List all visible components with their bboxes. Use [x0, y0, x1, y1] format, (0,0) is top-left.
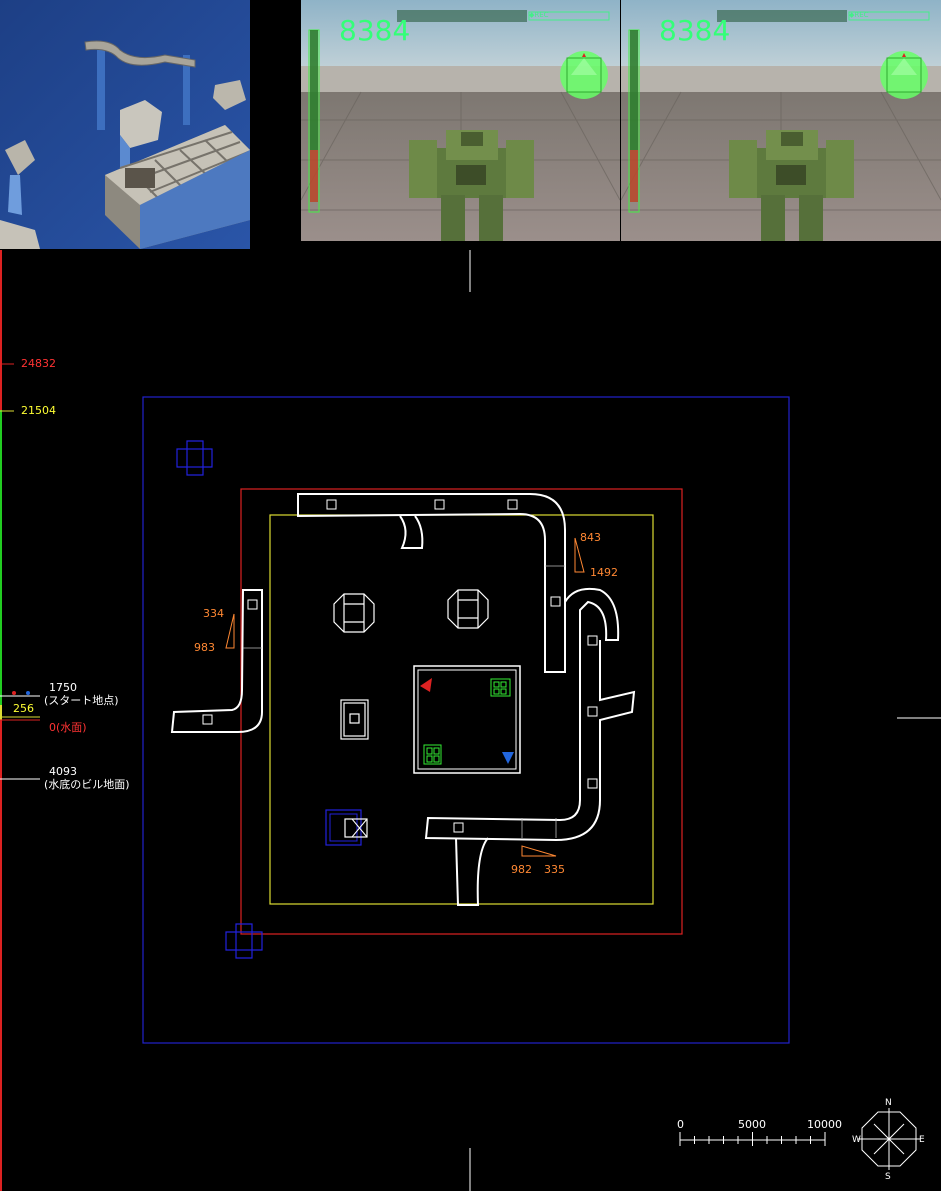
elev-label-start-point: (スタート地点): [44, 694, 119, 707]
elev-label-4093: 4093: [49, 765, 77, 778]
blue-team-spawn: [502, 752, 514, 764]
cockpit-view-2: 8384 ◆REC: [621, 0, 941, 241]
walkway-left: [170, 589, 263, 733]
compass-s: S: [885, 1172, 891, 1182]
supply-box-bottom: [423, 744, 442, 765]
ramp-indicator-right: [574, 537, 585, 573]
cockpit-view-1: 8384 ◆REC: [301, 0, 620, 241]
ramp-indicator-bottom: [521, 845, 557, 857]
dim-label-983: 983: [194, 641, 215, 654]
compass: [858, 1108, 920, 1170]
elev-label-1750: 1750: [49, 681, 77, 694]
outer-boundary: [142, 396, 790, 1044]
rec-indicator-1: ◆REC: [529, 11, 549, 19]
red-team-spawn: [420, 678, 432, 692]
compass-w: W: [852, 1135, 861, 1145]
compass-e: E: [919, 1135, 925, 1145]
dim-label-1492: 1492: [590, 566, 618, 579]
walkway-marker: [507, 499, 518, 510]
scale-bar: [679, 1132, 826, 1146]
walkway-marker: [550, 596, 561, 607]
supply-box-top: [490, 678, 511, 697]
walkway-marker: [587, 706, 598, 717]
compass-n: N: [885, 1098, 892, 1108]
octagon-pillar-left: [333, 593, 375, 633]
scale-label-5000: 5000: [738, 1118, 766, 1131]
start-marker-red: [12, 691, 16, 695]
walkway-marker: [434, 499, 445, 510]
red-boundary: [240, 488, 683, 935]
walkway-top: [297, 493, 566, 673]
overview-screenshot: [0, 0, 250, 249]
blue-cross-marker-top: [176, 440, 213, 476]
elev-label-21504: 21504: [21, 404, 56, 417]
elev-label-seabed: (水底のビル地面): [44, 778, 130, 791]
start-marker-blue: [26, 691, 30, 695]
walkway-top-stub: [399, 515, 424, 549]
scale-label-0: 0: [677, 1118, 684, 1131]
central-arena: [413, 665, 521, 774]
submerged-block: [325, 809, 368, 846]
walkway-marker: [453, 822, 464, 833]
ramp-indicator-left: [225, 613, 235, 649]
dim-label-982: 982: [511, 863, 532, 876]
walkway-marker: [247, 599, 258, 610]
walkway-marker: [202, 714, 213, 725]
blue-cross-marker-bottom: [225, 923, 263, 959]
ammo-counter-2: 8384: [659, 14, 730, 47]
walkway-bottom-stub: [455, 837, 489, 906]
rec-indicator-2: ◆REC: [849, 11, 869, 19]
small-building: [340, 699, 369, 740]
ammo-counter-1: 8384: [339, 14, 410, 47]
octagon-pillar-right: [447, 589, 489, 629]
walkway-marker: [326, 499, 337, 510]
dim-label-335: 335: [544, 863, 565, 876]
dim-label-843: 843: [580, 531, 601, 544]
elev-label-256: 256: [13, 702, 34, 715]
elev-label-0: 0(水面): [49, 721, 87, 734]
elev-label-24832: 24832: [21, 357, 56, 370]
walkway-right: [424, 587, 636, 842]
walkway-marker: [587, 635, 598, 646]
scale-label-10000: 10000: [807, 1118, 842, 1131]
dim-label-334: 334: [203, 607, 224, 620]
walkway-marker: [587, 778, 598, 789]
